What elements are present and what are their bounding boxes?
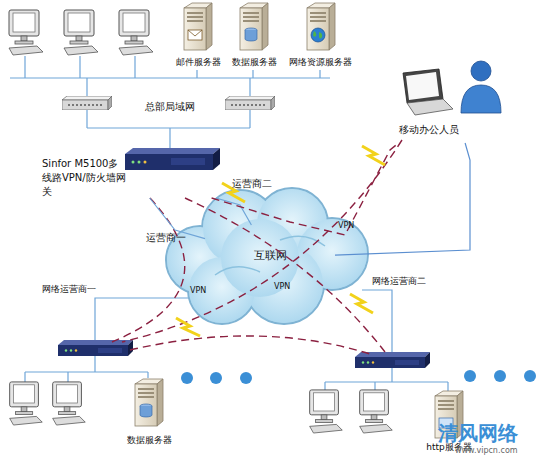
node-label: Sinfor M5100多线路VPN/防火墙网关: [42, 157, 128, 199]
vpn-firewall-device: [125, 148, 220, 172]
branch-wire: [325, 290, 448, 392]
connector-label: VPN: [338, 220, 354, 232]
icon-holder: [395, 57, 510, 119]
server-icon: [305, 2, 337, 52]
ellipsis-dots: [181, 370, 536, 384]
branch-data-server: 数据服务器: [118, 378, 180, 450]
connector-label: 运营商二: [232, 178, 272, 190]
node-label: 数据服务器: [118, 434, 180, 446]
lan-wire: [10, 56, 330, 148]
pc-monitor: [360, 390, 393, 433]
server-icon: [182, 2, 214, 52]
pc-monitor: [9, 10, 43, 55]
mobile-worker-icon: [395, 57, 510, 119]
watermark-text: 清风网络: [438, 421, 518, 446]
annotation-label: VPN: [190, 286, 206, 296]
icon-holder: [182, 2, 214, 52]
pc-monitor: [10, 382, 43, 425]
node-label: 邮件服务器: [172, 56, 224, 68]
annotation-label: VPN: [274, 282, 290, 292]
server-icon: [133, 378, 165, 428]
annotation-label: 总部局域网: [145, 100, 195, 113]
data-server: 数据服务器: [228, 2, 280, 70]
node-label: 互联网: [205, 249, 335, 263]
node-label: 移动办公人员: [399, 123, 509, 137]
pc-monitor: [310, 390, 343, 433]
server-icon: [238, 2, 270, 52]
lightning-bolt: [176, 146, 385, 336]
internet-cloud: 互联网: [205, 225, 335, 290]
icon-holder: [125, 148, 220, 172]
web-resource-server: 网络资源服务器: [285, 2, 355, 70]
lan-switch: [62, 96, 112, 110]
mobile-worker: 移动办公人员: [395, 55, 510, 143]
node-label: 数据服务器: [228, 56, 280, 68]
connector-label: 运营商一: [146, 232, 186, 244]
branch-vpn-gateway: [355, 352, 430, 368]
vpn-firewall-gateway: Sinfor M5100多线路VPN/防火墙网关: [40, 148, 220, 198]
pc-monitor: [64, 10, 98, 55]
node-label: 网络资源服务器: [285, 56, 355, 68]
lan-switch: [225, 96, 275, 110]
watermark-text: www.vipcn.com: [455, 446, 518, 456]
pc-monitor: [53, 382, 86, 425]
mail-server: 邮件服务器: [172, 2, 224, 70]
icon-holder: [305, 2, 337, 52]
branch-wire: [25, 298, 195, 382]
pc-monitor: [119, 10, 153, 55]
annotation-label: 网络运营商二: [372, 276, 426, 287]
icon-holder: [133, 378, 165, 428]
icon-holder: [238, 2, 270, 52]
vpn-tunnel: [112, 140, 402, 354]
branch-vpn-gateway: [58, 340, 133, 356]
annotation-label: 网络运营商一: [42, 284, 96, 295]
